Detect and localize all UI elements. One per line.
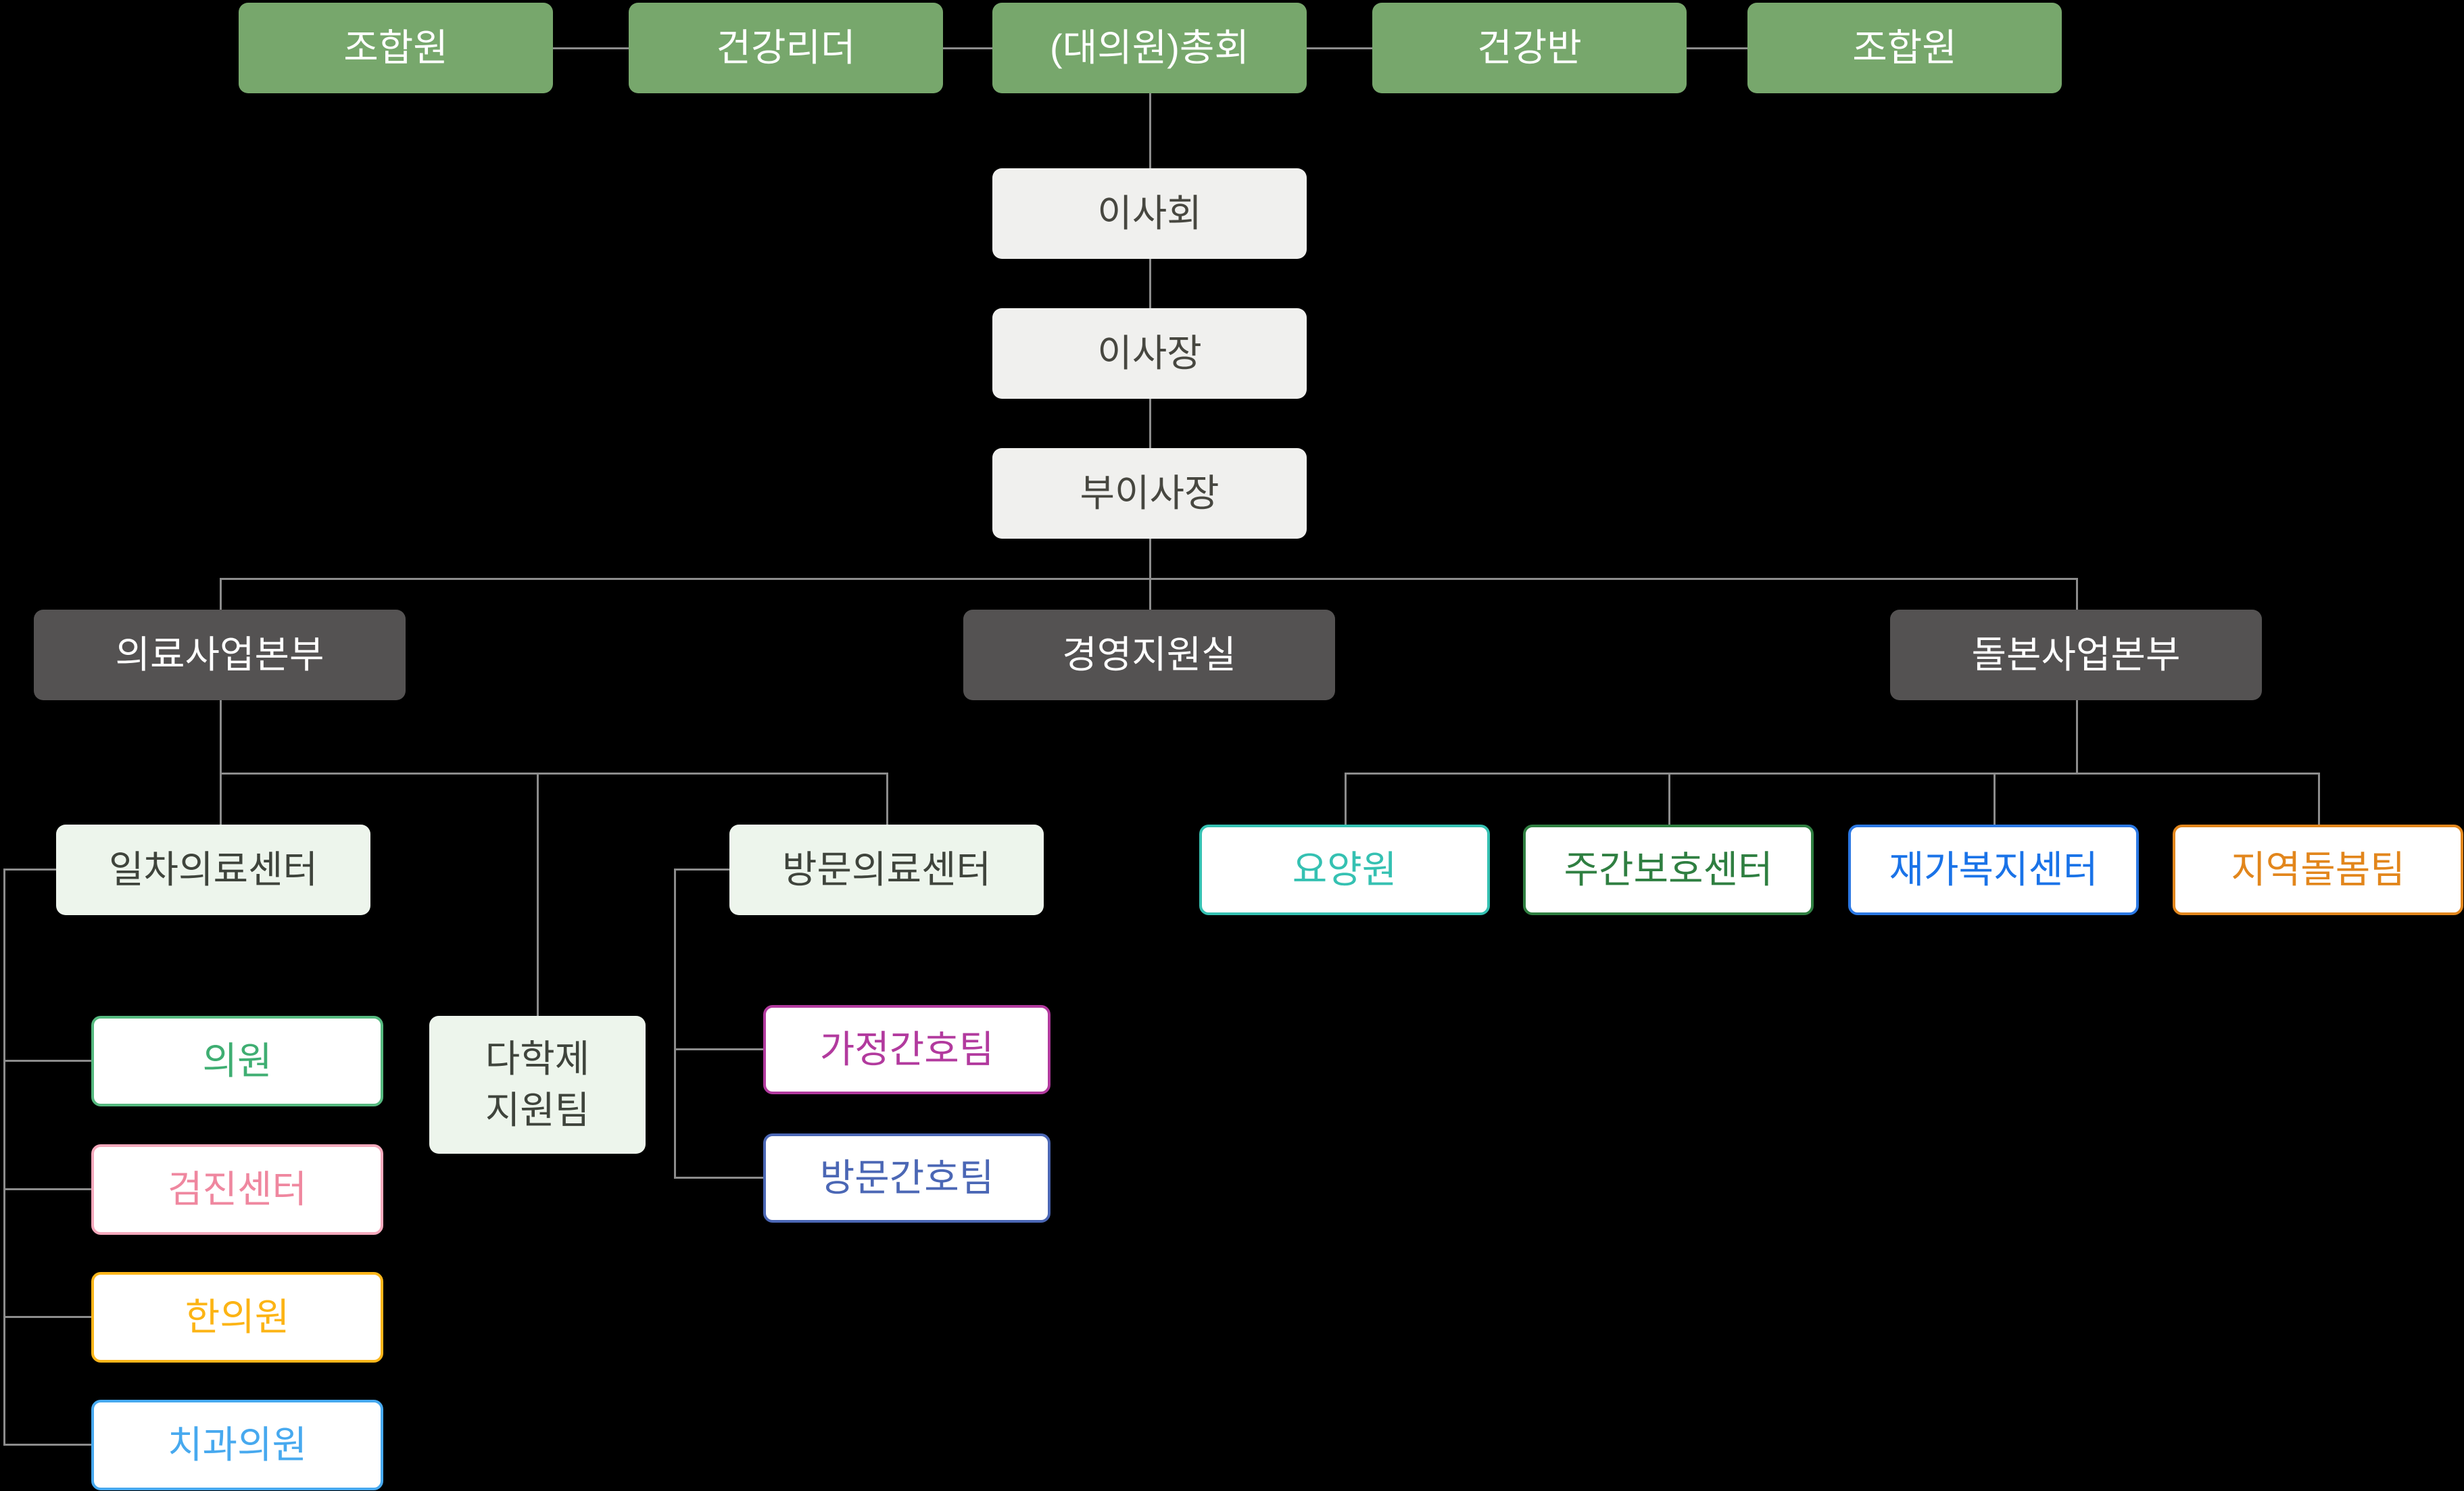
node-health-group: 건강반 bbox=[1372, 3, 1687, 93]
node-checkup-center: 검진센터 bbox=[91, 1144, 383, 1235]
connector-line bbox=[220, 773, 222, 825]
connector-line bbox=[537, 773, 539, 1016]
multidisciplinary-line1: 다학제 bbox=[485, 1037, 590, 1081]
connector-line bbox=[1687, 47, 1747, 49]
connector-line bbox=[3, 869, 5, 1446]
connector-line bbox=[674, 1048, 763, 1050]
node-nursing-home: 요양원 bbox=[1199, 825, 1490, 915]
connector-line bbox=[3, 1060, 91, 1062]
connector-line bbox=[220, 578, 2076, 580]
connector-line bbox=[2076, 578, 2078, 610]
connector-line bbox=[674, 869, 676, 1179]
connector-line bbox=[3, 1188, 91, 1190]
connector-line bbox=[2076, 700, 2078, 773]
node-care-division: 돌본사업본부 bbox=[1890, 610, 2262, 700]
node-multidisciplinary-support-team: 다학제 지원팀 bbox=[429, 1016, 646, 1154]
node-community-care-team: 지역돌봄팀 bbox=[2173, 825, 2463, 915]
connector-line bbox=[3, 869, 56, 871]
connector-line bbox=[3, 1316, 91, 1318]
connector-line bbox=[886, 773, 888, 825]
node-management-support-office: 경영지원실 bbox=[963, 610, 1335, 700]
connector-line bbox=[1345, 773, 2318, 775]
connector-line bbox=[220, 700, 222, 773]
node-home-nursing-team: 가정간호팀 bbox=[763, 1005, 1050, 1094]
connector-line bbox=[1149, 259, 1151, 308]
connector-line bbox=[2318, 773, 2320, 825]
node-dental-clinic: 치과의원 bbox=[91, 1400, 383, 1490]
connector-line bbox=[1994, 773, 1996, 825]
node-general-assembly: (대의원)총회 bbox=[992, 3, 1307, 93]
node-health-leader: 건강리더 bbox=[629, 3, 943, 93]
connector-line bbox=[1307, 47, 1372, 49]
connector-line bbox=[1149, 93, 1151, 168]
node-vice-chairperson: 부이사장 bbox=[992, 448, 1307, 539]
connector-line bbox=[1149, 539, 1151, 578]
connector-line bbox=[220, 578, 222, 610]
multidisciplinary-line2: 지원팀 bbox=[485, 1089, 590, 1131]
connector-line bbox=[1345, 773, 1347, 825]
connector-line bbox=[220, 773, 886, 775]
connector-line bbox=[1668, 773, 1670, 825]
node-oriental-clinic: 한의원 bbox=[91, 1272, 383, 1363]
node-visiting-nursing-team: 방문간호팀 bbox=[763, 1133, 1050, 1223]
connector-line bbox=[3, 1444, 91, 1446]
node-board-of-directors: 이사회 bbox=[992, 168, 1307, 259]
node-primary-medical-center: 일차의료센터 bbox=[56, 825, 370, 915]
connector-line bbox=[1149, 578, 1151, 610]
connector-line bbox=[674, 1177, 763, 1179]
connector-line bbox=[1149, 399, 1151, 448]
connector-line bbox=[943, 47, 992, 49]
node-member-right: 조합원 bbox=[1747, 3, 2062, 93]
node-day-care-center: 주간보호센터 bbox=[1523, 825, 1814, 915]
node-visiting-medical-center: 방문의료센터 bbox=[729, 825, 1044, 915]
node-medical-division: 의료사업본부 bbox=[34, 610, 406, 700]
node-home-welfare-center: 재가복지센터 bbox=[1848, 825, 2139, 915]
connector-line bbox=[553, 47, 629, 49]
node-chairperson: 이사장 bbox=[992, 308, 1307, 399]
connector-line bbox=[674, 869, 729, 871]
node-clinic: 의원 bbox=[91, 1016, 383, 1106]
node-member-left: 조합원 bbox=[239, 3, 553, 93]
